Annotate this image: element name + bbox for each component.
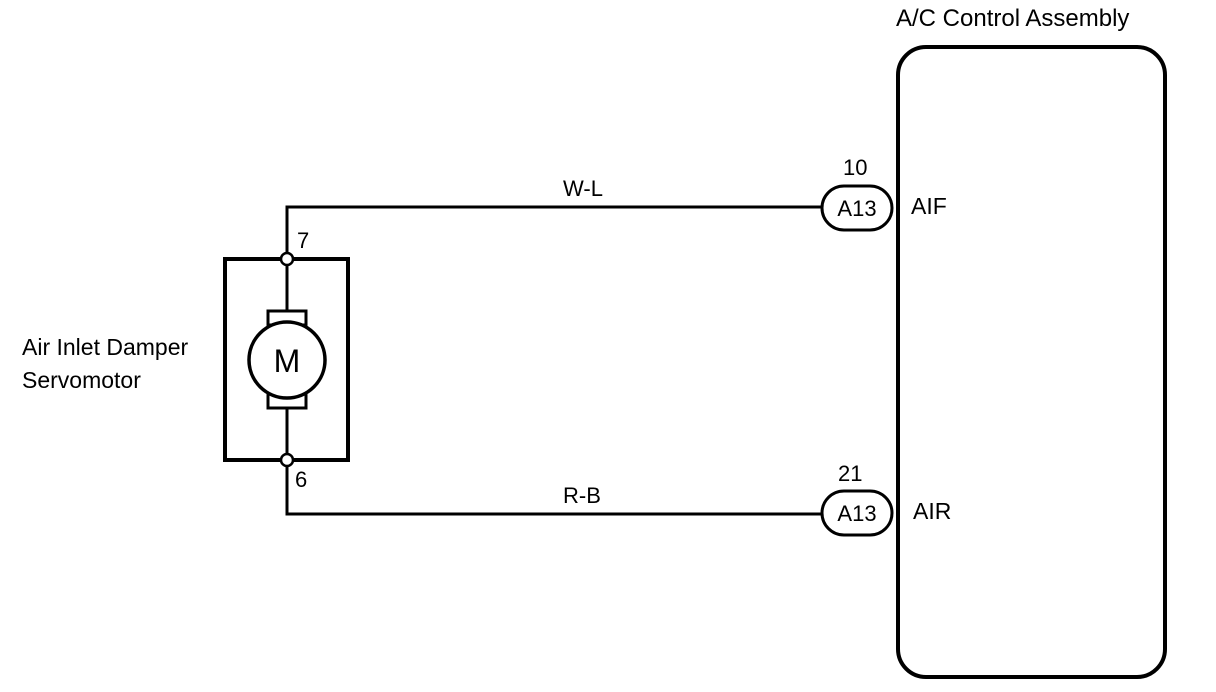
connector-pin-label-1: 10 xyxy=(843,155,867,180)
motor-icon xyxy=(247,320,327,400)
wire-path-2 xyxy=(285,466,822,516)
servomotor-label-line2: Servomotor xyxy=(22,367,141,393)
wire-color-label-1: W-L xyxy=(563,176,603,201)
wire-w-l: W-L 10 A13 AIF xyxy=(285,155,947,253)
terminal-bottom xyxy=(279,452,295,468)
wire-path-1 xyxy=(285,205,822,253)
connector-badge-2 xyxy=(820,489,894,537)
wire-color-label-2: R-B xyxy=(563,483,601,508)
pin-top-label: 7 xyxy=(297,228,309,253)
connector-pin-label-2: 21 xyxy=(838,461,862,486)
servomotor-label-line1: Air Inlet Damper xyxy=(22,334,189,360)
ac-control-assembly: A/C Control Assembly xyxy=(896,5,1167,679)
wire-r-b: R-B 21 A13 AIR xyxy=(285,461,951,537)
terminal-top xyxy=(279,251,295,267)
assembly-box xyxy=(896,45,1167,679)
assembly-title: A/C Control Assembly xyxy=(896,5,1129,32)
servomotor: Air Inlet Damper Servomotor M 7 6 xyxy=(22,228,350,492)
pin-bottom-label: 6 xyxy=(295,467,307,492)
terminal-name-label-1: AIF xyxy=(911,193,947,219)
connector-id-label-1: A13 xyxy=(837,196,876,221)
connector-id-label-2: A13 xyxy=(837,501,876,526)
connector-badge-1 xyxy=(820,184,894,232)
motor-symbol: M xyxy=(274,343,301,379)
terminal-name-label-2: AIR xyxy=(913,498,951,524)
